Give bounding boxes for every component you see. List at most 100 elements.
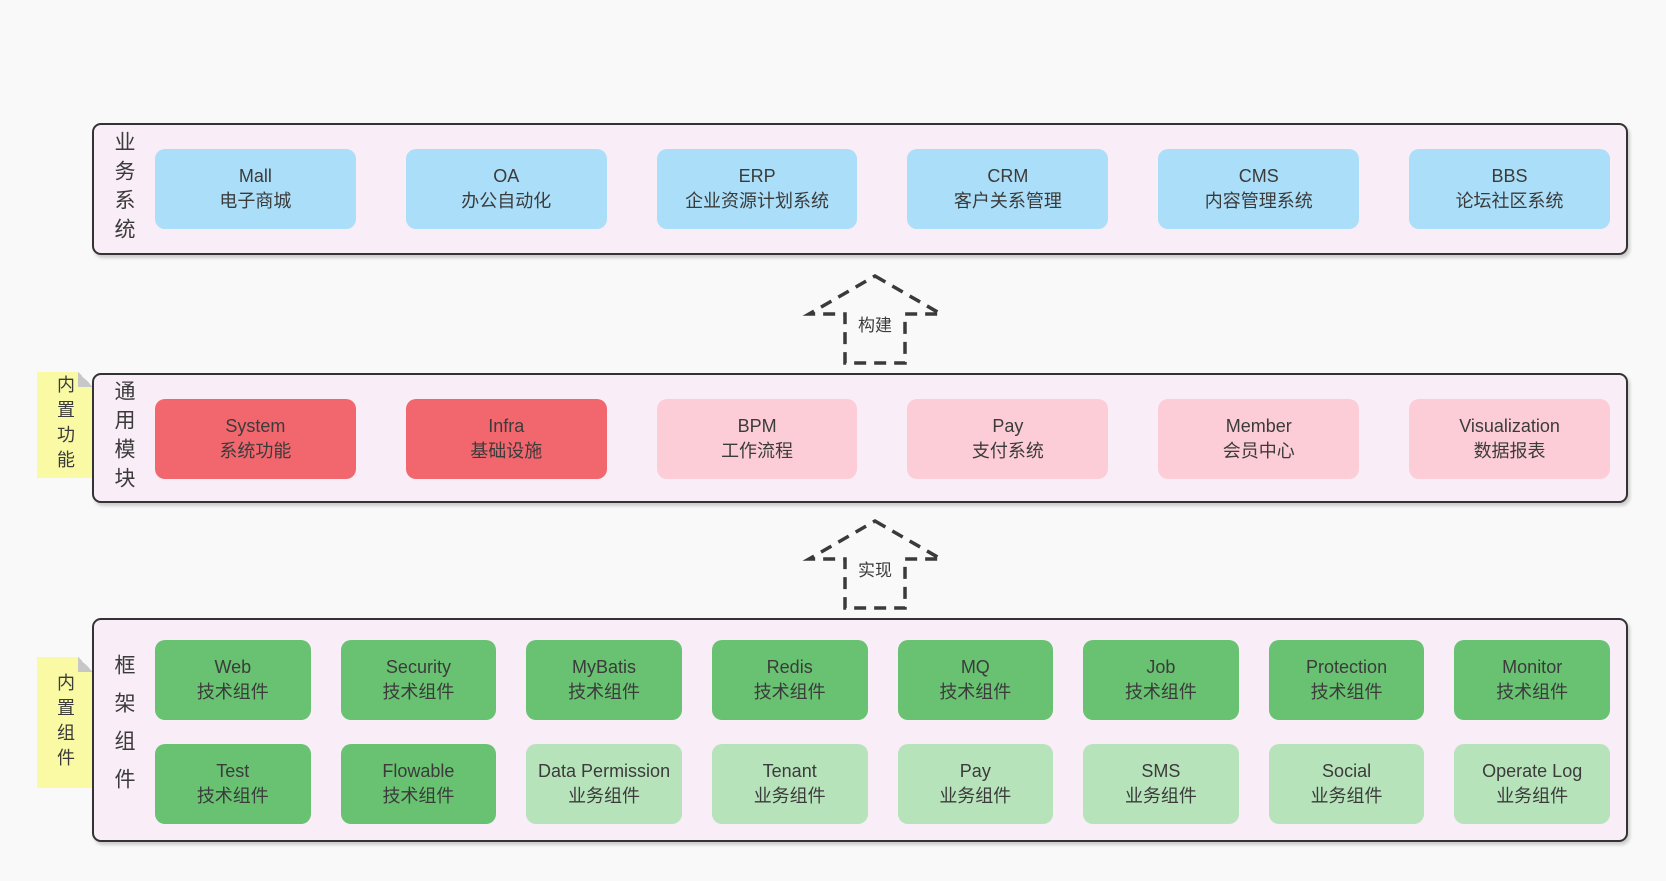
box-subtitle: 技术组件: [1496, 682, 1569, 702]
box-title: Test: [216, 760, 250, 781]
business-systems-grid: Mall 电子商城 OA 办公自动化 ERP 企业资源计划系统 CRM 客户关系…: [155, 149, 1610, 229]
box-pay-component: Pay 业务组件: [897, 744, 1054, 824]
box-subtitle: 技术组件: [753, 682, 826, 702]
box-title: Visualization: [1459, 415, 1560, 436]
sticky-note-built-in-components: 内置组件: [37, 657, 93, 788]
box-title: Web: [214, 656, 252, 677]
box-subtitle: 技术组件: [196, 682, 269, 702]
box-pay-module: Pay 支付系统: [907, 399, 1109, 479]
box-system: System 系统功能: [155, 399, 356, 479]
band-common-modules: 通用模块 System 系统功能 Infra 基础设施 BPM 工作流程 Pay…: [92, 373, 1628, 503]
box-subtitle: 系统功能: [219, 441, 292, 461]
box-title: System: [225, 415, 286, 436]
box-social: Social 业务组件: [1268, 744, 1425, 824]
box-cms: CMS 内容管理系统: [1158, 149, 1360, 229]
box-redis: Redis 技术组件: [711, 640, 868, 720]
box-title: Job: [1146, 656, 1176, 677]
sticky-note-text: 内置功能: [55, 375, 75, 475]
box-mall: Mall 电子商城: [155, 149, 356, 229]
box-subtitle: 技术组件: [382, 786, 455, 806]
box-job: Job 技术组件: [1083, 640, 1239, 720]
box-subtitle: 技术组件: [196, 786, 269, 806]
box-subtitle: 电子商城: [219, 191, 292, 211]
box-data-permission: Data Permission 业务组件: [526, 744, 682, 824]
arrow-implement: 实现: [802, 518, 948, 610]
folded-corner-icon: [78, 657, 93, 672]
arrow-label-bg: [850, 557, 900, 582]
box-subtitle: 技术组件: [1124, 682, 1197, 702]
box-crm: CRM 客户关系管理: [907, 149, 1109, 229]
box-bpm: BPM 工作流程: [656, 399, 858, 479]
box-title: CMS: [1238, 165, 1279, 186]
band-business-systems: 业务系统 Mall 电子商城 OA 办公自动化 ERP 企业资源计划系统 CRM…: [92, 123, 1628, 255]
box-infra: Infra 基础设施: [405, 399, 607, 479]
box-title: Member: [1225, 415, 1292, 436]
box-test: Test 技术组件: [155, 744, 311, 824]
arrow-label-bg: [850, 312, 900, 337]
box-title: ERP: [738, 165, 776, 186]
box-subtitle: 业务组件: [568, 786, 641, 806]
box-visualization: Visualization 数据报表: [1409, 399, 1610, 479]
box-subtitle: 论坛社区系统: [1455, 191, 1564, 211]
box-web: Web 技术组件: [155, 640, 311, 720]
box-subtitle: 技术组件: [382, 682, 455, 702]
arrow-implement-label: 实现: [858, 561, 892, 580]
box-tenant: Tenant 业务组件: [711, 744, 868, 824]
box-flowable: Flowable 技术组件: [340, 744, 497, 824]
box-title: Tenant: [762, 760, 817, 781]
box-title: OA: [493, 165, 520, 186]
box-title: Security: [385, 656, 451, 677]
band-label-text: 业务系统: [112, 131, 135, 247]
box-subtitle: 业务组件: [753, 786, 826, 806]
box-bbs: BBS 论坛社区系统: [1409, 149, 1610, 229]
box-subtitle: 技术组件: [939, 682, 1012, 702]
box-title: Pay: [959, 760, 991, 781]
box-title: MQ: [960, 656, 990, 677]
box-title: Social: [1322, 760, 1372, 781]
box-sms: SMS 业务组件: [1083, 744, 1239, 824]
box-title: CRM: [987, 165, 1029, 186]
box-subtitle: 客户关系管理: [953, 191, 1062, 211]
sticky-note-built-in-features: 内置功能: [37, 372, 93, 478]
box-security: Security 技术组件: [340, 640, 497, 720]
box-title: Monitor: [1502, 656, 1563, 677]
box-erp: ERP 企业资源计划系统: [656, 149, 858, 229]
box-title: Redis: [766, 656, 813, 677]
band-label-text: 通用模块: [112, 380, 135, 496]
box-subtitle: 内容管理系统: [1204, 191, 1313, 211]
band-label-text: 框架组件: [112, 654, 135, 806]
box-protection: Protection 技术组件: [1268, 640, 1425, 720]
box-subtitle: 业务组件: [939, 786, 1012, 806]
box-title: Infra: [488, 415, 525, 436]
band-framework-components: 框架组件 Web 技术组件 Security 技术组件 MyBatis 技术组件…: [92, 618, 1628, 842]
box-mybatis: MyBatis 技术组件: [526, 640, 682, 720]
folded-corner-icon: [78, 372, 93, 387]
box-title: Mall: [238, 165, 272, 186]
box-title: Pay: [992, 415, 1024, 436]
box-monitor: Monitor 技术组件: [1454, 640, 1610, 720]
box-subtitle: 业务组件: [1310, 786, 1383, 806]
box-subtitle: 业务组件: [1496, 786, 1569, 806]
box-subtitle: 技术组件: [568, 682, 641, 702]
sticky-note-text: 内置组件: [55, 672, 75, 773]
box-title: Data Permission: [538, 760, 671, 781]
box-subtitle: 业务组件: [1124, 786, 1197, 806]
box-subtitle: 支付系统: [971, 441, 1044, 461]
box-subtitle: 企业资源计划系统: [685, 191, 830, 211]
box-subtitle: 技术组件: [1310, 682, 1383, 702]
framework-components-grid: Web 技术组件 Security 技术组件 MyBatis 技术组件 Redi…: [155, 640, 1610, 824]
band-label-framework-components: 框架组件: [94, 620, 152, 840]
box-mq: MQ 技术组件: [897, 640, 1054, 720]
box-subtitle: 基础设施: [470, 441, 543, 461]
box-subtitle: 数据报表: [1473, 441, 1546, 461]
box-title: Flowable: [382, 760, 455, 781]
box-member: Member 会员中心: [1158, 399, 1360, 479]
box-title: BBS: [1491, 165, 1528, 186]
box-subtitle: 工作流程: [721, 441, 794, 461]
box-subtitle: 办公自动化: [461, 191, 552, 211]
band-label-business-systems: 业务系统: [94, 125, 152, 253]
box-title: SMS: [1141, 760, 1181, 781]
box-subtitle: 会员中心: [1222, 441, 1295, 461]
band-label-common-modules: 通用模块: [94, 375, 152, 501]
box-oa: OA 办公自动化: [405, 149, 607, 229]
